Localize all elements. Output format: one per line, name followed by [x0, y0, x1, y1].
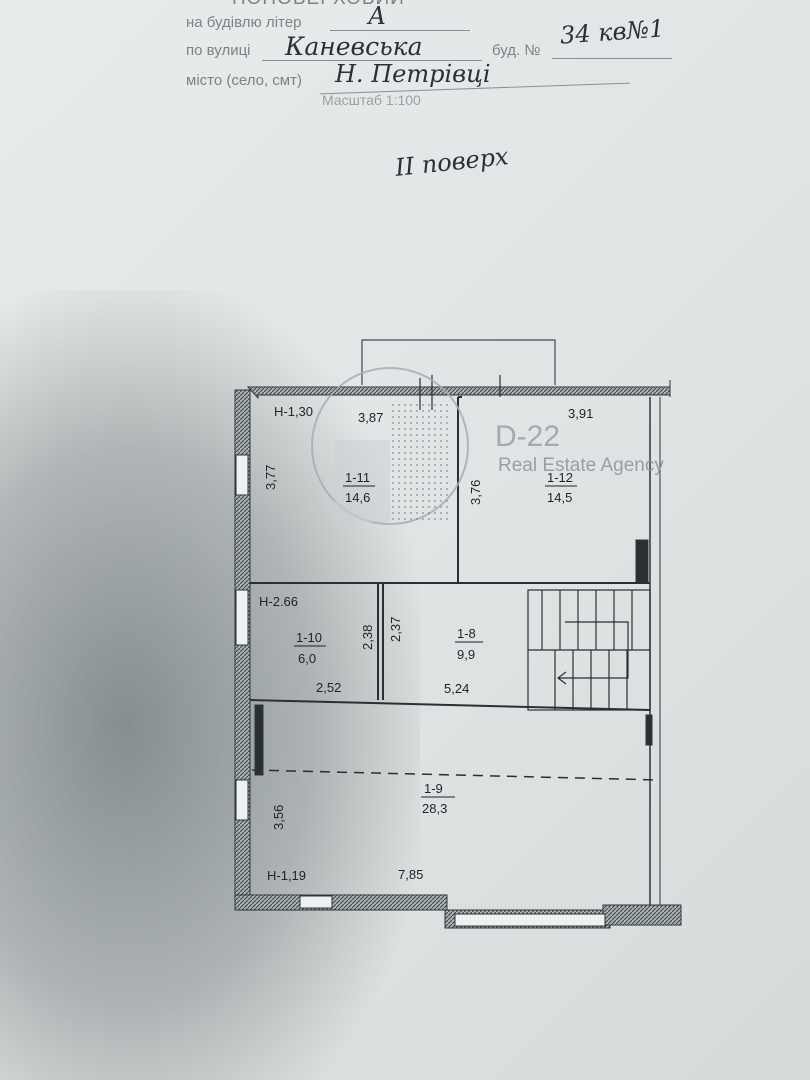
room-id: 1-11: [345, 470, 370, 485]
dimension: 2,52: [316, 680, 341, 695]
overhead-line: [251, 769, 661, 781]
dimension: 3,91: [568, 406, 593, 421]
watermark-building-icon: [335, 440, 390, 522]
staircase: [527, 589, 651, 711]
city-value: Н. Петрівці: [335, 60, 491, 88]
height-mark: Н-1,30: [274, 404, 313, 419]
underline: [552, 58, 672, 59]
room-area: 14,6: [345, 490, 370, 505]
underline: [262, 60, 482, 61]
street-value: Каневська: [285, 32, 423, 61]
scale-label: Масштаб 1:100: [322, 92, 421, 108]
room-area: 6,0: [298, 651, 316, 666]
balcony-outline: [361, 339, 556, 385]
building-letter-value: А: [368, 2, 387, 30]
watermark-building-icon: [392, 400, 452, 522]
room-id: 1-12: [547, 470, 573, 485]
dimension-labels: 3,87 3,77 3,76 3,91 2,38 2,37 2,52 5,24 …: [263, 406, 593, 882]
form-cut-title: ПОПОВЕРХОВИЙ: [232, 0, 405, 10]
windows: [235, 454, 653, 927]
height-mark: Н-2.66: [259, 594, 298, 609]
room-area: 14,5: [547, 490, 572, 505]
dimension: 7,85: [398, 867, 423, 882]
room-id: 1-9: [424, 781, 443, 796]
dimension: 3,87: [358, 410, 383, 425]
photo-shadow: [0, 290, 420, 1080]
dimension: 3,76: [468, 480, 483, 505]
house-number-label: буд. №: [492, 42, 541, 59]
watermark-brand: D-22: [495, 420, 560, 453]
watermark: D-22 Real Estate Agency: [311, 367, 664, 525]
dimension: 3,56: [271, 805, 286, 830]
dimension: 2,37: [388, 617, 403, 642]
interior-walls: [249, 396, 651, 711]
city-label: місто (село, смт): [186, 72, 302, 89]
height-labels: Н-1,30 Н-2.66 Н-1,19: [259, 404, 313, 883]
watermark-tagline: Real Estate Agency: [498, 455, 664, 476]
street-label: по вулиці: [186, 42, 251, 59]
dimension: 3,77: [263, 465, 278, 490]
room-labels: 1-11 14,6 1-12 14,5 1-10 6,0 1-8 9,9 1-9…: [294, 470, 577, 816]
dimension: 2,38: [360, 625, 375, 650]
room-area: 9,9: [457, 647, 475, 662]
dimension: 5,24: [444, 681, 469, 696]
underline: [330, 30, 470, 31]
height-mark: Н-1,19: [267, 868, 306, 883]
room-area: 28,3: [422, 801, 447, 816]
room-id: 1-10: [296, 630, 322, 645]
room-id: 1-8: [457, 626, 476, 641]
building-letter-label: на будівлю літер: [186, 14, 302, 31]
